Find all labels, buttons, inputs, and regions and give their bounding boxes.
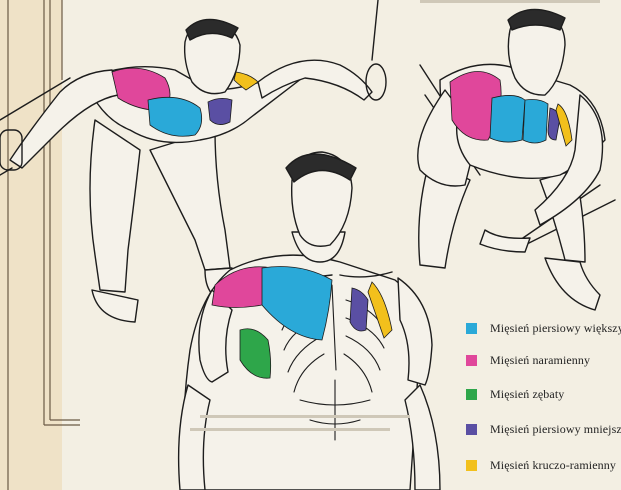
legend-swatch (466, 322, 477, 334)
legend-swatch (466, 354, 477, 366)
legend-label: Mięsień piersiowy większy (490, 320, 621, 335)
legend-label: Mięsień zębaty (490, 386, 565, 401)
left-margin-band (0, 0, 62, 490)
legend-item-deltoid: Mięsień naramienny (466, 350, 590, 370)
figure-center-muscles (211, 266, 393, 379)
legend-item-pectoralis-minor: Mięsień piersiowy mniejszy (466, 419, 621, 439)
legend-item-coracobrachialis: Mięsień kruczo-ramienny (466, 455, 616, 475)
frame-lines (7, 0, 80, 490)
legend-label: Mięsień kruczo-ramienny (490, 457, 616, 472)
legend-swatch (466, 388, 477, 400)
figure-top-right-muscles (449, 71, 573, 147)
legend-item-serratus: Mięsień zębaty (466, 384, 564, 404)
legend-item-pectoralis-major: Mięsień piersiowy większy (466, 318, 621, 338)
legend-label: Mięsień naramienny (490, 352, 591, 367)
background-text-noise (190, 0, 600, 431)
legend-swatch (466, 423, 477, 435)
legend-swatch (466, 459, 477, 471)
legend-label: Mięsień piersiowy mniejszy (490, 421, 621, 436)
figure-top-left-muscles (111, 67, 259, 137)
